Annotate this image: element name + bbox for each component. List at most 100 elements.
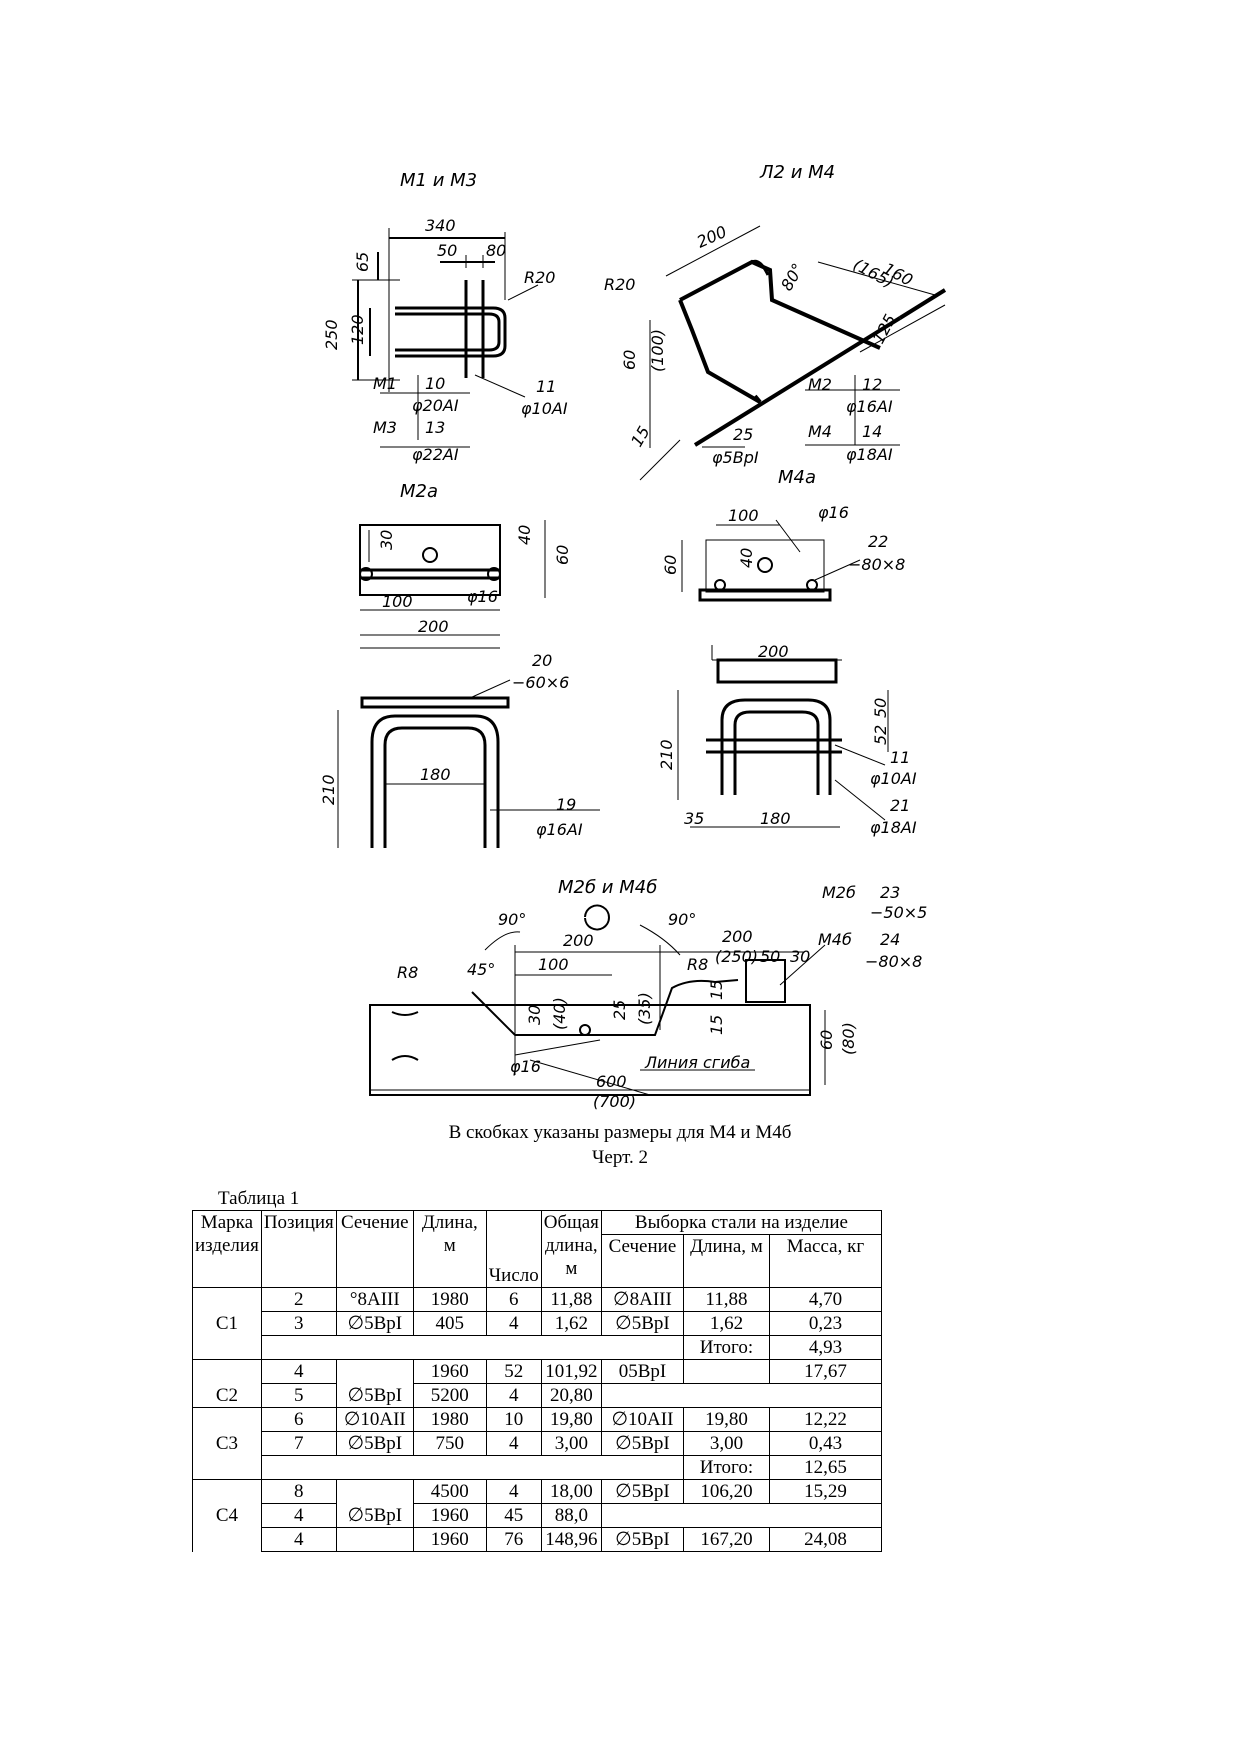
pos-10: 10 [425,374,445,393]
m2-title: Л2 и М4 [759,162,835,183]
hole-phi16: φ16 [818,503,849,522]
angle-80: 80° [777,260,808,294]
view-m2a [337,520,600,848]
view-m2b-m4b [369,904,826,1096]
table-row: С1 2 °8АIII 1980 6 11,88 ∅8АIII 11,88 4,… [192,1287,882,1360]
header-length: Длина, м [412,1210,487,1288]
header-sel-length: Длина, м [682,1234,770,1288]
section-12: φ16АI [846,397,893,416]
dim-200-right: 200 [722,927,753,946]
cell: 750 [412,1431,487,1456]
table-row: 5 5200 4 20,80 [193,1383,882,1408]
pos-24: 24 [880,930,900,949]
radius-r20: R20 [524,268,555,287]
cell-mark: С3 [192,1407,262,1480]
dim-52: 52 [871,725,890,745]
m4a-title: М4а [778,467,816,488]
mark-m4: М4 [808,422,832,441]
table-row: 4 1960 76 148,96 ∅5ВрI 167,20 24,08 [193,1527,882,1552]
header-sel-section: Сечение [600,1234,684,1288]
section-11: φ10АI [521,399,568,418]
section-25: φ5ВрI [712,448,759,467]
table-row-total: Итого: 12,65 [193,1455,882,1480]
dim-100: (100) [648,329,667,372]
cell-total-mass: 12,65 [768,1455,882,1480]
cell: ∅8АIII [600,1287,684,1312]
cell-total-mass: 4,93 [768,1335,882,1360]
section-10: φ20АI [412,396,459,415]
dim-100: 100 [728,506,759,525]
dim-80: (80) [839,1022,858,1055]
cell: 1960 [412,1527,487,1552]
section-19: φ16АI [536,820,583,839]
cell: 17,67 [768,1359,882,1384]
cell: 12,22 [768,1407,882,1432]
cell: 18,00 [540,1479,602,1504]
dim-40: 40 [737,548,756,568]
radius-r20: R20 [604,275,635,294]
radius-r8-left: R8 [397,963,418,982]
pos-12: 12 [862,375,882,394]
dim-15-b: 15 [707,1015,726,1035]
pos-25: 25 [733,425,753,444]
section-22: −80×8 [848,555,905,574]
cell: 4 [485,1383,542,1408]
dim-210: 210 [657,739,676,770]
cell: 8 [260,1479,337,1504]
cell: 4 [485,1311,542,1336]
dim-210: 210 [319,774,338,805]
pos-20: 20 [532,651,552,670]
radius-r8-right: R8 [687,955,708,974]
cell: 5200 [412,1383,487,1408]
cell: 6 [260,1407,337,1432]
dim-60: 60 [553,545,572,565]
header-count: Число [485,1210,542,1288]
cell: 1960 [412,1503,487,1528]
dim-100: 100 [538,955,569,974]
cell: 148,96 [540,1527,602,1552]
table-row: 4 1960 45 88,0 [193,1503,882,1528]
cell: 88,0 [540,1503,602,1528]
cell-itogo: Итого: [682,1455,770,1480]
pos-13: 13 [425,418,445,437]
dim-100: 100 [382,592,413,611]
header-position: Позиция [260,1210,337,1288]
dim-180: 180 [420,765,451,784]
cell: 1960 [412,1359,487,1384]
dim-50: 50 [760,947,780,966]
mark-m2b: М2б [822,883,856,902]
cell: ∅5ВрI [335,1311,414,1336]
dim-35: 35 [684,809,704,828]
angle-90-left: 90° [498,910,526,929]
cell: 11,88 [540,1287,602,1312]
dim-30-b: 30 [525,1005,544,1025]
cell: ∅10АII [335,1407,414,1432]
dim-700: (700) [593,1092,636,1110]
section-20: −60×6 [512,673,569,692]
dim-60: 60 [661,555,680,575]
cell: 4 [260,1503,337,1528]
dim-120: 120 [348,314,367,345]
cell: 4 [260,1359,337,1384]
cell: 4 [485,1479,542,1504]
dim-340: 340 [425,216,456,235]
dim-125: 125 [869,311,900,347]
dim-60: 60 [817,1030,836,1050]
cell: 45 [485,1503,542,1528]
dim-30: 30 [790,947,810,966]
m1-title: М1 и М3 [400,170,477,191]
cell: 5 [260,1383,337,1408]
cell: °8АIII [335,1287,414,1312]
cell: 11,88 [682,1287,770,1312]
dim-600: 600 [596,1072,627,1091]
mark-m4b: М4б [818,930,852,949]
cell: 52 [485,1359,542,1384]
cell: ∅5ВрI [335,1479,414,1528]
cell: 4 [260,1527,337,1552]
dim-65: 65 [353,252,372,272]
drawing-number: Черт. 2 [592,1147,648,1168]
section-14: φ18АI [846,445,893,464]
angle-45: 45° [467,960,495,979]
m2a-title: М2а [400,481,438,502]
view-m4a [677,519,889,828]
